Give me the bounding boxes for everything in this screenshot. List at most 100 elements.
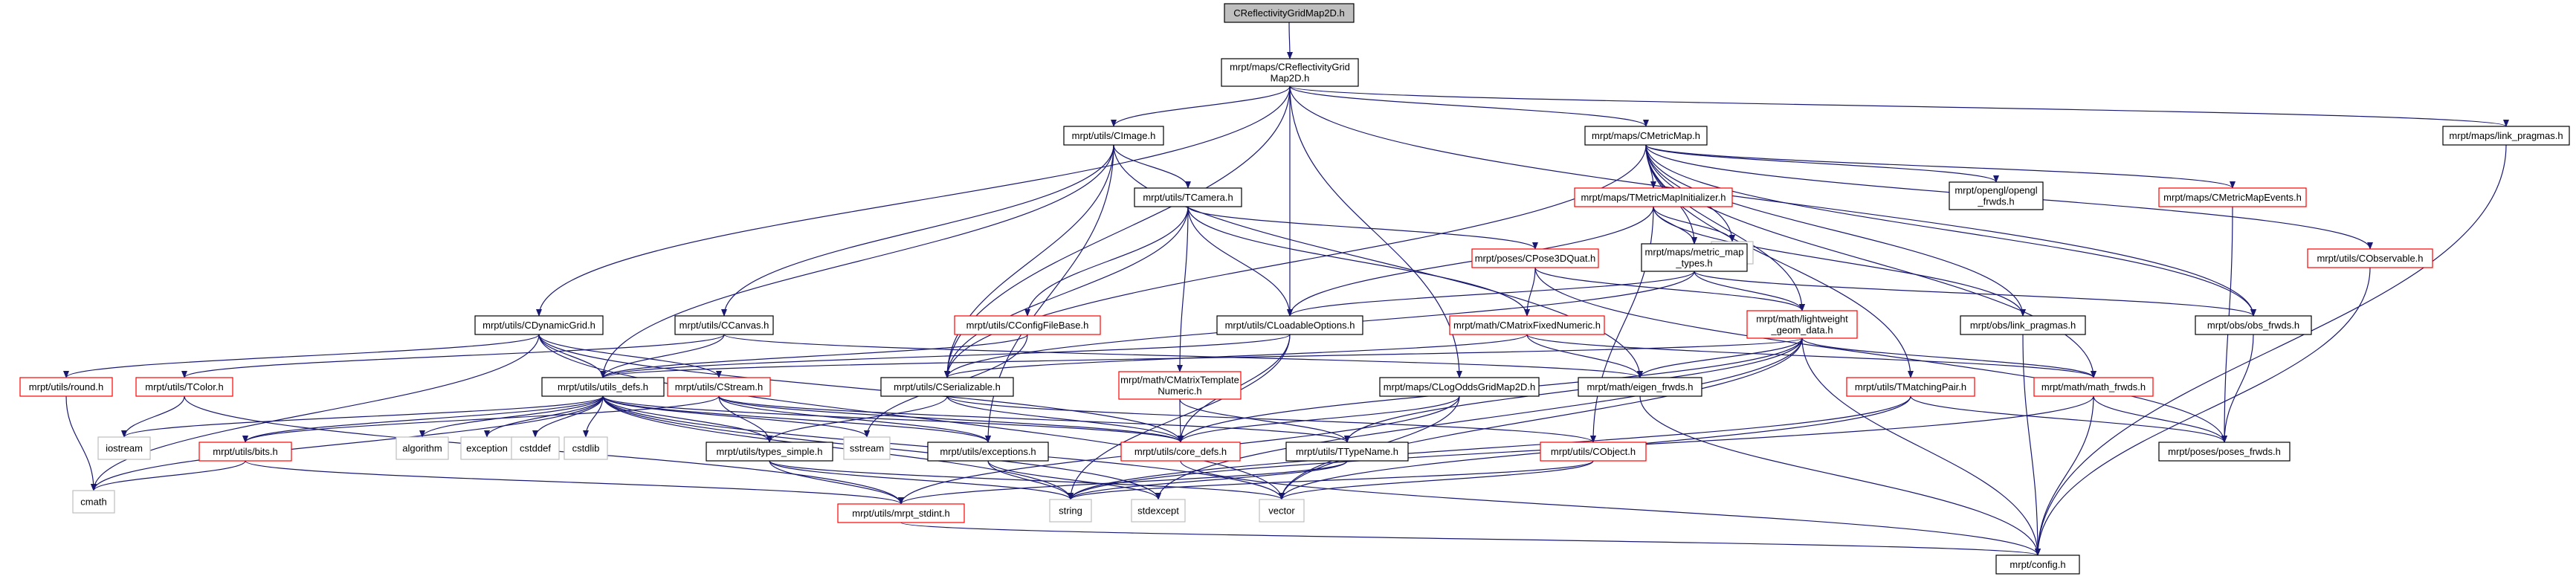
node-exception[interactable]: exception (460, 436, 514, 460)
node-label: mrpt/math/math_frwds.h (2041, 381, 2146, 392)
node-box (837, 503, 965, 523)
node-label: mrpt/maps/CReflectivityGrid (1230, 62, 1350, 73)
node-box (1949, 181, 2044, 210)
node-box (1960, 315, 2086, 335)
node-obsfrwds[interactable]: mrpt/obs/obs_frwds.h (2195, 315, 2312, 335)
node-string[interactable]: string (1049, 499, 1092, 523)
edge-utilsdefs-to-coredefs (602, 395, 1184, 443)
node-cserializable[interactable]: mrpt/utils/CSerializable.h (880, 377, 1014, 397)
edge-cmatrixfixednumeric-to-eigenfrwds (1526, 334, 1643, 378)
edge-crefgrid-to-cmetricmap (1289, 85, 1649, 127)
node-cconfigfilebase[interactable]: mrpt/utils/CConfigFileBase.h (954, 315, 1101, 335)
node-clogoddsgridmap2d[interactable]: mrpt/maps/CLogOddsGridMap2D.h (1379, 377, 1540, 397)
node-utilsdefs[interactable]: mrpt/utils/utils_defs.h (541, 377, 665, 397)
node-ttypename[interactable]: mrpt/utils/TTypeName.h (1285, 442, 1409, 462)
node-cstream[interactable]: mrpt/utils/CStream.h (667, 377, 771, 397)
node-cmath[interactable]: cmath (72, 490, 115, 514)
node-cmetricmap[interactable]: mrpt/maps/CMetricMap.h (1584, 126, 1708, 146)
node-tcolor[interactable]: mrpt/utils/TColor.h (135, 377, 233, 397)
node-cimage[interactable]: mrpt/utils/CImage.h (1063, 126, 1164, 146)
node-lightweightgeom[interactable]: mrpt/math/lightweight_geom_data.h (1746, 310, 1858, 339)
node-round[interactable]: mrpt/utils/round.h (19, 377, 113, 397)
node-tmatchingpair[interactable]: mrpt/utils/TMatchingPair.h (1846, 377, 1975, 397)
node-eigenfrwds[interactable]: mrpt/math/eigen_frwds.h (1578, 377, 1702, 397)
node-layer: CReflectivityGridMap2D.h mrpt/maps/CRefle… (19, 3, 2570, 575)
node-vector[interactable]: vector (1259, 499, 1305, 523)
node-coredefs[interactable]: mrpt/utils/core_defs.h (1120, 442, 1241, 462)
node-cloadableoptions[interactable]: mrpt/utils/CLoadableOptions.h (1216, 315, 1363, 335)
edge-layer (63, 22, 2509, 556)
node-label: mrpt/maps/link_pragmas.h (2449, 130, 2563, 141)
edge-mathfrwds-to-config (2035, 395, 2094, 556)
node-box (1063, 126, 1164, 146)
edge-cmetricmap-to-obsfrwds (1645, 144, 2256, 317)
edge-cmatrixtemplatenumeric-to-ttypename (1179, 398, 1350, 443)
edge-cdynamicgrid-to-round (63, 334, 540, 378)
node-config[interactable]: mrpt/config.h (1995, 554, 2080, 575)
edge-linkpragmas_maps-to-config (2035, 144, 2507, 556)
edge-tmetricmapinit-to-obslinkpragmas (1653, 206, 2026, 317)
node-tmetricmapinit[interactable]: mrpt/maps/TMetricMapInitializer.h (1574, 187, 1733, 207)
node-box (667, 377, 771, 397)
node-bits[interactable]: mrpt/utils/bits.h (198, 442, 292, 462)
node-label: mrpt/utils/types_simple.h (716, 446, 822, 457)
node-cstddef[interactable]: cstddef (511, 436, 560, 460)
edge-coredefs-to-config (1180, 460, 2041, 556)
edge-cpose3dquat-to-cmatrixfixednumeric (1524, 267, 1536, 317)
edge-cobservable-to-config (2035, 267, 2371, 556)
edge-cmatrixfixednumeric-to-mathfrwds (1526, 334, 2096, 378)
node-root[interactable]: CReflectivityGridMap2D.h (1224, 3, 1355, 23)
edge-crefgrid-to-cimage (1111, 85, 1291, 127)
edge-cobject-to-string (1068, 460, 1594, 500)
node-label: mrpt/poses/poses_frwds.h (2168, 446, 2281, 457)
node-stdexcept[interactable]: stdexcept (1131, 499, 1186, 523)
node-cstdlib[interactable]: cstdlib (564, 436, 608, 460)
node-crefgrid[interactable]: mrpt/maps/CReflectivityGridMap2D.h (1221, 58, 1359, 87)
node-box (843, 436, 891, 460)
node-box (1131, 499, 1186, 523)
node-box (1995, 554, 2080, 575)
node-iostream[interactable]: iostream (97, 436, 151, 460)
node-label: mrpt/utils/CObservable.h (2317, 253, 2423, 264)
node-posesfrwds[interactable]: mrpt/poses/poses_frwds.h (2158, 442, 2291, 462)
node-label: mrpt/utils/mrpt_stdint.h (852, 508, 950, 519)
node-metricmaptypes[interactable]: mrpt/maps/metric_map_types.h (1641, 243, 1748, 272)
node-label: mrpt/utils/CCanvas.h (679, 320, 769, 331)
edge-cstream-to-ttypename (718, 395, 1350, 443)
node-label: _geom_data.h (1770, 325, 1833, 336)
edge-lightweightgeom-to-mathfrwds (1801, 337, 2096, 378)
edge-cimage-to-ccanvas (721, 144, 1114, 317)
node-cobject[interactable]: mrpt/utils/CObject.h (1540, 442, 1647, 462)
node-box (1584, 126, 1708, 146)
node-mrptstdint[interactable]: mrpt/utils/mrpt_stdint.h (837, 503, 965, 523)
node-openglfrwds[interactable]: mrpt/opengl/opengl_frwds.h (1949, 181, 2044, 210)
node-tcamera[interactable]: mrpt/utils/TCamera.h (1134, 187, 1242, 207)
node-box (1574, 187, 1733, 207)
edge-metricmaptypes-to-cloadableoptions (1287, 271, 1695, 317)
node-label: mrpt/utils/TMatchingPair.h (1855, 381, 1966, 392)
edge-lightweightgeom-to-eigenfrwds (1637, 337, 1803, 378)
node-exceptions[interactable]: mrpt/utils/exceptions.h (927, 442, 1049, 462)
node-sstream[interactable]: sstream (843, 436, 891, 460)
node-cobservable[interactable]: mrpt/utils/CObservable.h (2307, 248, 2433, 268)
node-box (97, 436, 151, 460)
node-cmetricmapevents[interactable]: mrpt/maps/CMetricMapEvents.h (2158, 187, 2307, 207)
edge-cmetricmap-to-cserializable (944, 144, 1647, 378)
node-cpose3dquat[interactable]: mrpt/poses/CPose3DQuat.h (1471, 248, 1599, 268)
node-algorithm[interactable]: algorithm (396, 436, 449, 460)
node-typessimple[interactable]: mrpt/utils/types_simple.h (706, 442, 833, 462)
node-box (1285, 442, 1409, 462)
edge-tmetricmapinit-to-deque (1653, 206, 1735, 242)
node-obslinkpragmas[interactable]: mrpt/obs/link_pragmas.h (1960, 315, 2086, 335)
node-linkpragmas_maps[interactable]: mrpt/maps/link_pragmas.h (2442, 126, 2570, 146)
node-mathfrwds[interactable]: mrpt/math/math_frwds.h (2033, 377, 2154, 397)
edge-cstream-to-coredefs (718, 395, 1184, 443)
node-label: mrpt/maps/TMetricMapInitializer.h (1581, 192, 1726, 203)
edge-utilsdefs-to-cstddef (532, 395, 604, 438)
node-cmatrixfixednumeric[interactable]: mrpt/math/CMatrixFixedNumeric.h (1449, 315, 1605, 335)
node-ccanvas[interactable]: mrpt/utils/CCanvas.h (674, 315, 774, 335)
edge-tcamera-to-cpose3dquat (1187, 206, 1538, 250)
node-label: mrpt/maps/metric_map (1645, 247, 1744, 258)
node-cdynamicgrid[interactable]: mrpt/utils/CDynamicGrid.h (474, 315, 604, 335)
